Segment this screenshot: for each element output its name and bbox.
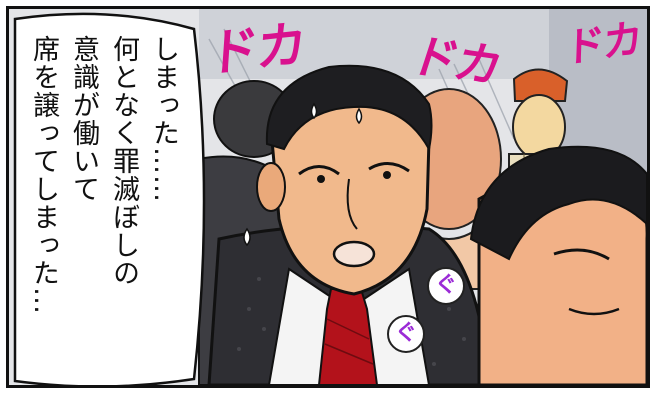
hair bbox=[265, 64, 433, 152]
speech-text: しまった…… 何となく罪滅ぼしの 意識が働いて 席を譲ってしまった… bbox=[28, 35, 179, 315]
sound-effect-3: ドカ bbox=[564, 15, 642, 73]
foreground-man bbox=[469, 145, 647, 385]
mouth bbox=[332, 240, 376, 268]
sound-effect-1: ドカ bbox=[206, 14, 307, 84]
panel-artwork bbox=[9, 9, 647, 385]
badge-1: ぐ bbox=[427, 267, 465, 305]
comic-panel: しまった…… 何となく罪滅ぼしの 意識が働いて 席を譲ってしまった… ドカ ドカ… bbox=[6, 6, 650, 388]
speech-balloon bbox=[13, 12, 206, 385]
badge-2: ぐ bbox=[387, 315, 425, 353]
foreground-hair bbox=[469, 145, 647, 261]
